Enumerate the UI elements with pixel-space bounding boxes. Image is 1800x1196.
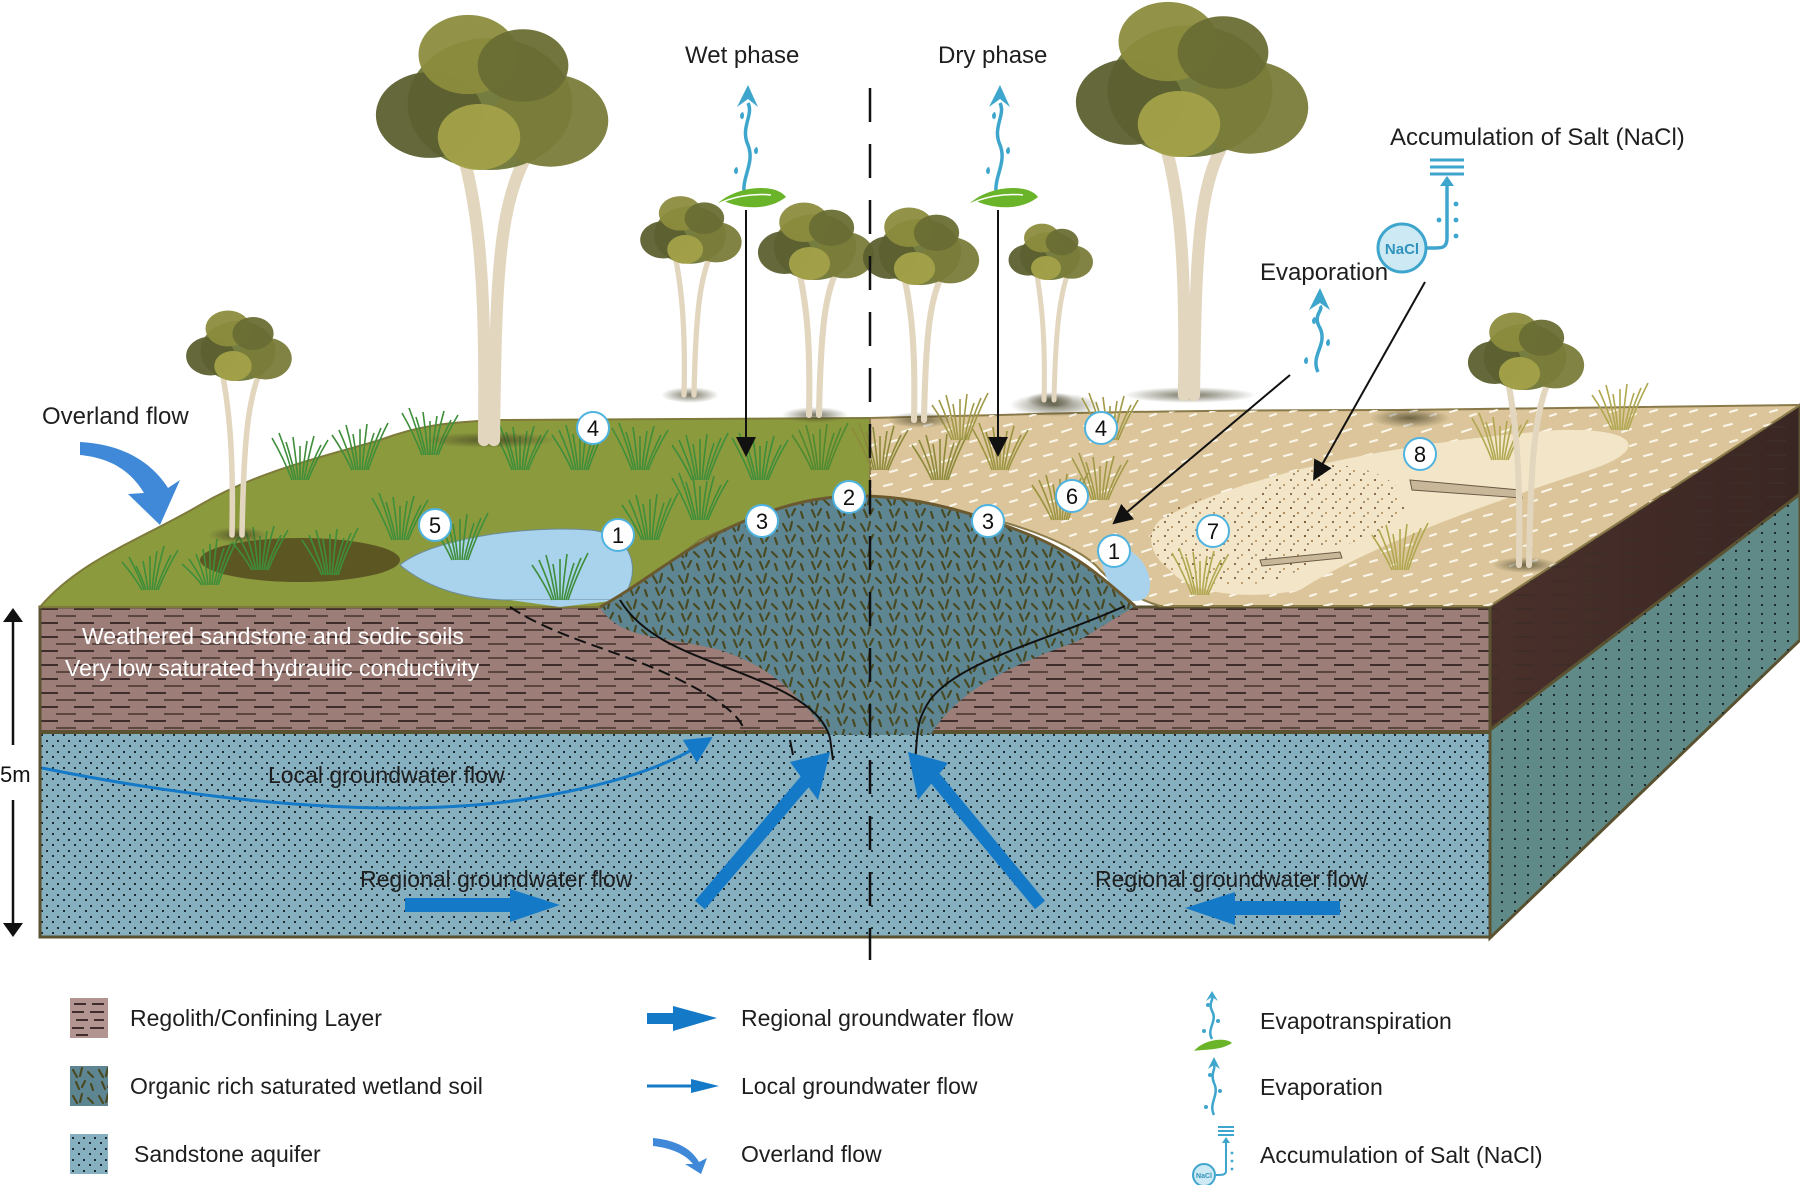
legend-label: Regional groundwater flow <box>741 1004 1014 1031</box>
eucalyptus-tree <box>862 207 980 428</box>
nacl-badge <box>1376 222 1428 274</box>
scale-bar <box>3 608 23 937</box>
marker-4-dry: 4 <box>1084 411 1118 445</box>
grass-tuft <box>671 472 729 521</box>
eucalyptus-tree <box>757 202 875 423</box>
nacl-badge-label: NaCl <box>1385 241 1419 258</box>
eucalyptus-tree <box>1075 1 1309 403</box>
grass-tuft <box>791 422 849 471</box>
legend-label: Local groundwater flow <box>741 1072 978 1099</box>
legend-label: Accumulation of Salt (NaCl) <box>1260 1141 1543 1168</box>
grass-tuft <box>621 492 679 541</box>
leaf-icon <box>968 187 1038 208</box>
local-groundwater-flow-label: Local groundwater flow <box>268 762 505 788</box>
eucalyptus-tree <box>375 14 609 448</box>
evaporation-label: Evaporation <box>1260 259 1389 286</box>
grass-tuft <box>671 432 729 481</box>
marker-1-dry: 1 <box>1097 534 1131 568</box>
legend-item-sandstone-aquifer: Sandstone aquifer <box>70 1131 321 1177</box>
evaporation-pointer <box>1112 374 1291 525</box>
upwelling-arrow-left <box>695 752 830 910</box>
marker-5: 5 <box>418 508 452 542</box>
grass-tuft <box>1591 382 1649 431</box>
evaporation-icon <box>1304 288 1330 373</box>
thin-arrow-icon <box>647 1079 719 1093</box>
grass-tuft <box>1171 547 1229 596</box>
marker-3-dry: 3 <box>971 504 1005 538</box>
svg-text:NaCl: NaCl <box>1196 1173 1212 1180</box>
eucalyptus-tree <box>1467 312 1585 573</box>
legend-item-wetland-soil: Organic rich saturated wetland soil <box>70 1063 483 1109</box>
legend-label: Sandstone aquifer <box>134 1140 321 1167</box>
grass-tuft <box>121 545 179 591</box>
marker-8: 8 <box>1403 437 1437 471</box>
grass-tuft <box>1371 522 1429 571</box>
grass-tuft <box>331 422 389 471</box>
leaf-icon <box>716 187 786 208</box>
local-groundwater-flow-arrow <box>41 737 713 810</box>
regional-flow-arrow-left <box>405 889 560 922</box>
dry-phase-label: Dry phase <box>938 42 1048 69</box>
evapotranspiration-icon <box>1194 991 1232 1051</box>
scale-bar-label: 5m <box>0 762 31 787</box>
regional-flow-arrow-right <box>1185 892 1340 925</box>
regolith-description-line1: Weathered sandstone and sodic soils <box>82 623 464 649</box>
eucalyptus-tree <box>640 196 742 403</box>
evaporation-icon <box>1204 1057 1222 1116</box>
legend-item-overland-flow: Overland flow <box>645 1131 882 1177</box>
overland-flow-label: Overland flow <box>42 403 189 430</box>
legend-label: Evaporation <box>1260 1073 1383 1100</box>
marker-1-wet: 1 <box>601 518 635 552</box>
legend-item-regolith: Regolith/Confining Layer <box>70 995 382 1041</box>
legend: Regolith/Confining Layer Organic rich sa… <box>0 991 1800 1195</box>
grass-tuft <box>611 422 669 471</box>
curved-arrow-icon <box>653 1138 707 1174</box>
salt-accumulation-icon: NaCl <box>1192 1126 1234 1185</box>
regional-groundwater-flow-label-right: Regional groundwater flow <box>1095 866 1368 892</box>
wet-phase-label: Wet phase <box>685 42 800 69</box>
regolith-description-line2: Very low saturated hydraulic conductivit… <box>65 655 480 681</box>
eucalyptus-trees <box>186 1 1585 573</box>
legend-item-evaporation: Evaporation <box>1190 1057 1383 1117</box>
legend-label: Organic rich saturated wetland soil <box>130 1072 483 1099</box>
eucalyptus-tree <box>1008 223 1093 408</box>
block-right-face <box>1488 403 1800 942</box>
legend-label: Evapotranspiration <box>1260 1007 1452 1034</box>
overland-flow-arrow-icon <box>80 442 180 525</box>
eucalyptus-tree <box>186 310 292 543</box>
marker-7: 7 <box>1196 514 1230 548</box>
marker-3-wet: 3 <box>745 504 779 538</box>
regional-groundwater-flow-label-left: Regional groundwater flow <box>360 866 633 892</box>
grass-tuft <box>851 422 909 471</box>
marker-2: 2 <box>832 480 866 514</box>
salt-pointer <box>1313 281 1426 481</box>
salt-accumulation-icon: NaCl <box>1376 158 1464 274</box>
evapotranspiration-icon-wet <box>715 85 786 208</box>
legend-item-regional-flow: Regional groundwater flow <box>645 995 1013 1041</box>
grass-tuft <box>1071 452 1129 501</box>
upwelling-arrow-right <box>908 752 1046 910</box>
legend-label: Regolith/Confining Layer <box>130 1004 382 1031</box>
legend-label: Overland flow <box>741 1140 882 1167</box>
marker-6: 6 <box>1055 479 1089 513</box>
marker-4-wet: 4 <box>576 411 610 445</box>
legend-item-evapotranspiration: Evapotranspiration <box>1190 991 1452 1051</box>
grass-tuft <box>271 432 329 481</box>
legend-item-salt-accumulation: NaCl Accumulation of Salt (NaCl) <box>1190 1125 1543 1185</box>
sandstone-aquifer-swatch-icon <box>70 1134 108 1174</box>
legend-item-local-flow: Local groundwater flow <box>645 1063 978 1109</box>
grass-tuft <box>911 432 969 481</box>
grass-tuft <box>371 492 429 541</box>
grass-tuft <box>531 552 589 601</box>
evapotranspiration-icon-dry <box>967 85 1038 208</box>
grass-tuft <box>301 527 359 576</box>
wetland-soil-swatch-icon <box>70 1066 108 1106</box>
regolith-swatch-icon <box>70 998 108 1038</box>
accumulation-of-salt-label: Accumulation of Salt (NaCl) <box>1390 124 1685 151</box>
grass-tuft <box>231 525 289 571</box>
thick-arrow-icon <box>647 1006 717 1031</box>
